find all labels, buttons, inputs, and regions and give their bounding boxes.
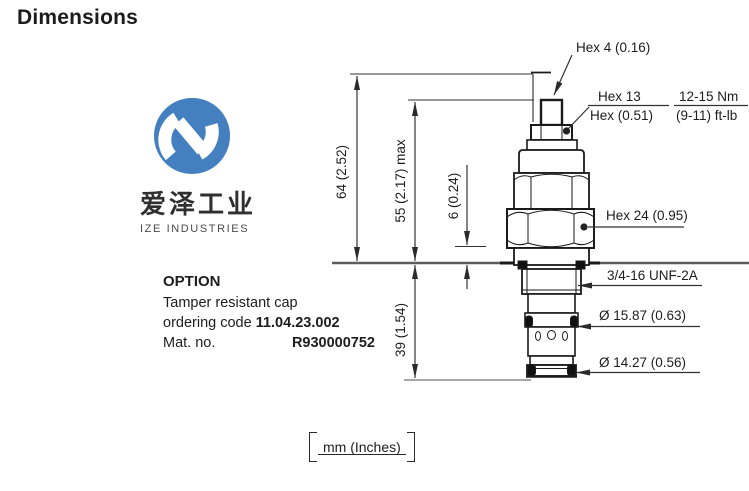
page-title: Dimensions <box>17 6 139 29</box>
mat-label: Mat. no. <box>163 335 216 351</box>
ize-logo-icon <box>154 98 230 174</box>
logo-english-name: IZE INDUSTRIES <box>140 223 250 235</box>
label-torque-ftlb: (9-11) ft-lb <box>676 108 737 123</box>
option-note: OPTION Tamper resistant cap ordering cod… <box>163 272 375 353</box>
label-hex24: Hex 24 (0.95) <box>606 208 688 223</box>
dim-total-height: 64 (2.52) <box>334 145 349 199</box>
label-diameter-upper: Ø 15.87 (0.63) <box>599 308 686 323</box>
dimension-lines <box>350 73 534 378</box>
label-torque-nm: 12-15 Nm <box>679 89 738 104</box>
valve-cartridge-body <box>517 260 586 378</box>
label-hex13-size: Hex 13 <box>598 89 641 104</box>
units-label: mm (Inches) <box>318 435 406 455</box>
option-line2: ordering code 11.04.23.002 <box>163 315 340 331</box>
label-diameter-lower: Ø 14.27 (0.56) <box>599 355 686 370</box>
left-bracket <box>309 432 317 462</box>
option-line3: Mat. no. R930000752 <box>163 333 375 353</box>
logo-chinese-name: 爱泽工业 <box>140 189 257 219</box>
units-legend: mm (Inches) <box>309 432 415 462</box>
label-hex4: Hex 4 (0.16) <box>576 40 650 55</box>
option-line1: Tamper resistant cap <box>163 295 298 311</box>
dim-max-height: 55 (2.17) max <box>393 139 408 223</box>
ordering-code: 11.04.23.002 <box>255 315 340 331</box>
option-heading: OPTION <box>163 273 221 290</box>
brand-logo: 爱泽工业 IZE INDUSTRIES <box>140 96 260 235</box>
label-thread: 3/4-16 UNF-2A <box>607 268 698 283</box>
right-bracket <box>406 432 415 462</box>
label-hex13-inch: Hex (0.51) <box>590 108 653 123</box>
leader-lines <box>553 54 748 376</box>
dim-travel: 6 (0.24) <box>446 173 461 220</box>
dim-depth: 39 (1.54) <box>393 303 408 357</box>
valve-upper-body <box>506 71 595 266</box>
mat-number: R930000752 <box>291 335 375 351</box>
